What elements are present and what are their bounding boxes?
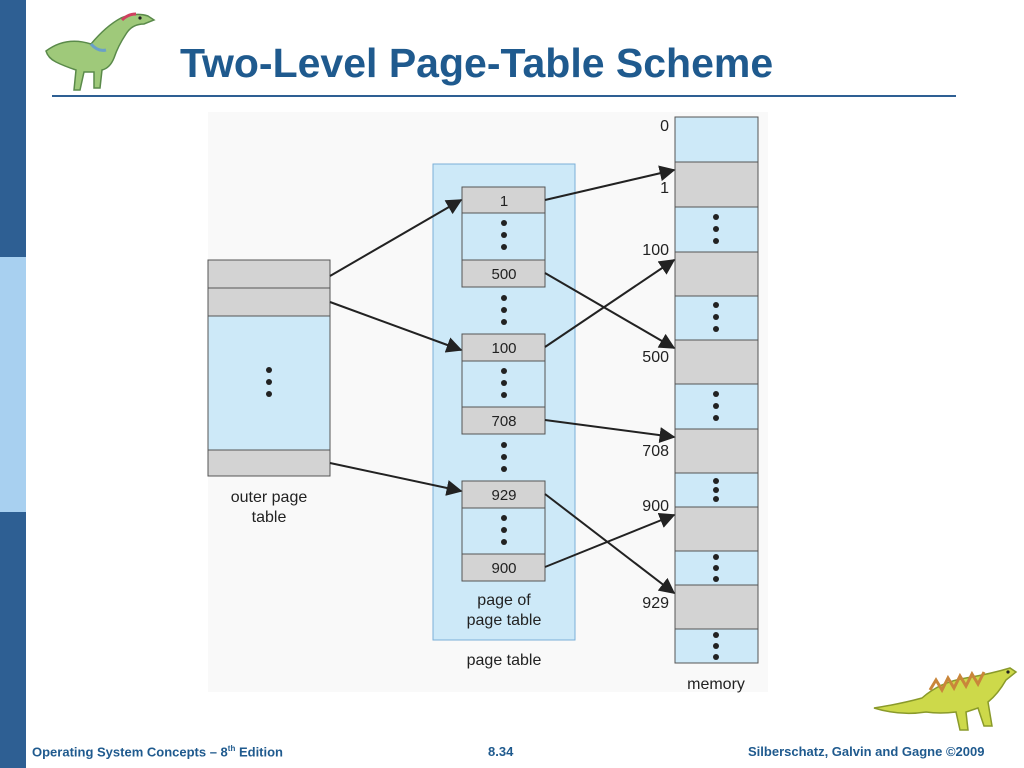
memory-frame-708 [674,428,759,474]
ellipsis-dots [266,367,272,397]
slide-title: Two-Level Page-Table Scheme [180,40,774,86]
page-of-page-table-2 [461,333,546,435]
pot-entry-708-label: 708 [491,413,516,430]
memory-frame-900 [674,506,759,552]
outer-entry-2 [207,287,331,317]
page-of-page-table-3 [461,480,546,582]
footer-book-title-suffix: Edition [235,744,284,760]
outer-page-table-label-line2: table [252,509,287,526]
pot-entry-929 [461,480,546,509]
memory-frame-500 [674,339,759,385]
memory-address-1: 1 [660,180,669,197]
dinosaur-logo-top [45,12,156,91]
arrow-100-to-mem100 [544,259,676,348]
pot-entry-500-label: 500 [491,266,516,283]
arrow-outer-to-block1 [329,199,463,277]
left-sidebar-light [0,257,26,512]
arrow-900-to-mem900 [544,512,676,568]
ellipsis-dots [501,442,507,472]
pot-entry-900 [461,553,546,582]
memory-address-100: 100 [642,242,669,259]
pot-entry-500 [461,259,546,288]
footer-book-title: Operating System Concepts – 8th Edition [32,744,283,759]
memory-address-0: 0 [660,118,669,135]
arrow-708-to-mem708 [544,419,676,444]
outer-entry-1 [207,259,331,289]
pot-entry-100 [461,333,546,362]
page-of-page-table-label-line1: page of [477,592,531,609]
title-underline [52,95,956,97]
footer-book-title-sup: th [227,744,236,753]
arrow-1-to-mem1 [544,165,676,201]
outer-entry-last [207,449,331,477]
outer-page-table-label-line1: outer page [231,489,308,506]
memory-label: memory [687,676,745,693]
page-of-page-table-label-line2: page table [467,612,542,629]
memory-address-500: 500 [642,349,669,366]
outer-page-table [207,259,331,477]
memory-address-708: 708 [642,443,669,460]
pot-entry-1-label: 1 [500,193,508,210]
arrow-929-to-mem929 [544,493,676,594]
footer-slide-number: 8.34 [488,744,514,759]
pot-entry-100-label: 100 [491,340,516,357]
footer-copyright: Silberschatz, Galvin and Gagne ©2009 [748,744,985,759]
pot-entry-900-label: 900 [491,560,516,577]
memory-address-900: 900 [642,498,669,515]
pot-entry-929-label: 929 [491,487,516,504]
ellipsis-dots [501,295,507,325]
arrow-outer-to-block3 [329,462,463,496]
dinosaur-logo-bottom [873,667,1018,731]
memory-column [674,116,759,664]
memory-frame-1 [674,161,759,208]
arrow-500-to-mem500 [544,272,676,349]
memory-frame-929 [674,584,759,630]
arrows [329,165,676,594]
page-of-page-table-1 [461,186,546,288]
page-table-label: page table [467,652,542,669]
memory-address-929: 929 [642,595,669,612]
arrow-outer-to-block2 [329,301,463,353]
footer-book-title-prefix: Operating System Concepts – 8 [32,744,228,760]
memory-frame-100 [674,251,759,297]
